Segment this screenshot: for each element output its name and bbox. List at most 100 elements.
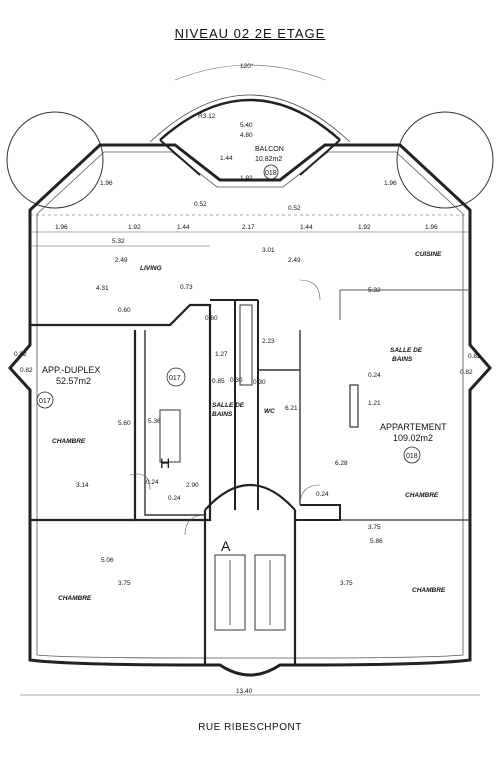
apartment-area: 109.02m2 [393,433,433,443]
dim-301: 3.01 [262,247,275,254]
dim-024-right: 0.24 [368,372,381,379]
dim-621: 6.21 [285,405,298,412]
wall-duplex [30,303,212,522]
dim-628: 6.28 [335,460,348,467]
room-wc: WC [264,408,275,415]
dim-480: 4.80 [240,132,253,139]
dim-375-right: 3.75 [340,580,353,587]
dim-060-mid: 0.60 [205,315,218,322]
wall-kitchen [339,289,470,320]
room-chambre-right-bottom: CHAMBRE [412,587,446,594]
dim-560: 5.60 [118,420,131,427]
room-salle-bains-right-1: SALLE DE [390,347,423,354]
dim-030-a: 0.30 [230,377,243,384]
apartment-name: APPARTEMENT [380,422,447,432]
balcony-area: 10.82m2 [255,156,282,163]
duct [239,304,253,386]
balcony-arc-outer [149,94,351,143]
wall-right-apt [294,504,341,650]
dim-073: 0.73 [180,284,193,291]
door-arc-1 [129,473,151,491]
inner-number: 017 [169,375,181,382]
room-salle-bains-left-2: BAINS [212,411,233,418]
stair-right [254,554,286,631]
dim-431: 4.31 [96,285,109,292]
dim-082-right-b: 0.82 [460,369,473,376]
door-arc-3 [184,514,206,536]
dim-024-a: 0.24 [146,479,159,486]
duplex-area: 52.57m2 [56,376,91,386]
stair-left [214,554,246,631]
dim-024-b: 0.24 [168,495,181,502]
door-arc-4 [299,484,321,506]
dim-196-left: 1.96 [100,180,113,187]
dim-532-left: 5.32 [112,238,125,245]
left-bay-circle [6,111,104,209]
dim-249-mid: 2.49 [288,257,301,264]
balcony-arc [159,98,341,141]
marker-h: H [160,455,170,471]
dim-row-196-a: 1.96 [55,224,68,231]
apartment-number-circle [403,446,421,464]
dim-030-b: 0.30 [253,379,266,386]
room-cuisine: CUISINE [415,251,442,258]
dim-082-left-a: 0.82 [14,351,27,358]
dim-314: 3.14 [76,482,89,489]
stair-core [203,484,297,665]
dim-1340: 13.40 [236,688,253,695]
room-chambre-duplex: CHAMBRE [52,438,86,445]
dim-223: 2.23 [262,338,275,345]
duplex-name: APP.-DUPLEX [42,365,100,375]
dim-r312: R3.12 [198,113,216,120]
duplex-number: 017 [39,398,51,405]
wall-wc [258,330,301,505]
balcony-number-circle [263,164,279,180]
balcony-right-edge [299,139,341,176]
dim-290: 2.90 [186,482,199,489]
dim-586: 5.86 [370,538,383,545]
door-arc-2 [299,279,321,301]
wall-core [210,299,259,510]
street-label: RUE RIBESCHPONT [198,722,302,733]
outer-wall [7,143,493,677]
dim-144-balcony: 1.44 [220,155,233,162]
dim-row-217: 2.17 [242,224,255,231]
shower-right [349,384,359,428]
bathtub-left [159,409,181,463]
dim-row-144-a: 1.44 [177,224,190,231]
right-bay-circle [396,111,494,209]
page-title: NIVEAU 02 2E ETAGE [174,26,326,41]
dim-127: 1.27 [215,351,228,358]
duplex-number-circle [36,391,54,409]
dim-375-left: 3.75 [118,580,131,587]
room-chambre-left-bottom: CHAMBRE [58,595,92,602]
dim-540: 5.40 [240,122,253,129]
balcony-label: BALCON [255,146,284,153]
dim-192-balcony: 1.92 [240,175,253,182]
balcony-number: 018 [265,170,277,177]
dim-row-196-b: 1.96 [425,224,438,231]
dim-082-right-a: 0.82 [468,353,481,360]
dim-row-144-b: 1.44 [300,224,313,231]
dim-024-c: 0.24 [316,491,329,498]
dim-506: 5.06 [101,557,114,564]
dim-375-right-top: 3.75 [368,524,381,531]
dim-532-right: 5.32 [368,287,381,294]
dim-052-right: 0.52 [288,205,301,212]
dim-082-left-b: 0.82 [20,367,33,374]
apartment-number: 018 [406,453,418,460]
angle-label: 120° [240,62,254,70]
dim-249-left: 2.49 [115,257,128,264]
marker-a: A [221,538,231,554]
room-living: LIVING [140,265,162,272]
dim-121: 1.21 [368,400,381,407]
inner-number-circle [166,367,186,387]
room-chambre-right-top: CHAMBRE [405,492,439,499]
room-salle-bains-left-1: SALLE DE [212,402,245,409]
room-salle-bains-right-2: BAINS [392,356,413,363]
dim-052-left: 0.52 [194,201,207,208]
dim-196-right: 1.96 [384,180,397,187]
dim-060-left: 0.60 [118,307,131,314]
balcony-left-edge [159,139,201,176]
